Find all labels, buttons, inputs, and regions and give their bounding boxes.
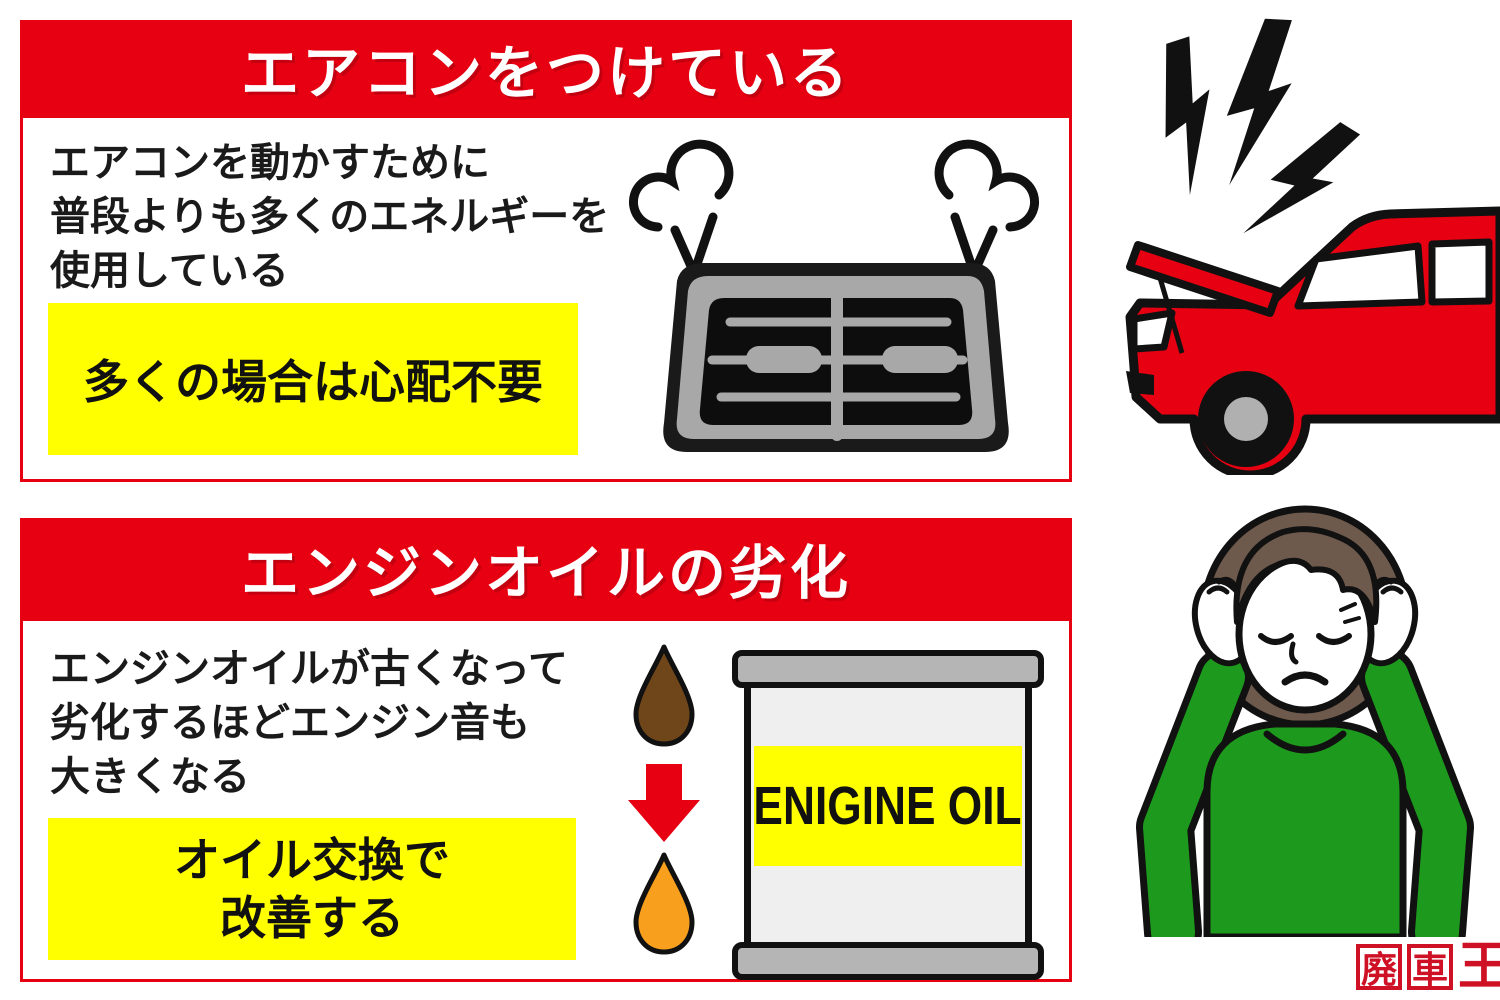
oil-description-line: エンジンオイルが古くなって	[50, 647, 568, 691]
aircon-description-line: エアコンを動かすために	[50, 141, 490, 185]
sweater-collar	[1263, 730, 1347, 754]
oil-conclusion-text-line: オイル交換で	[174, 834, 450, 886]
arrow-down-icon	[628, 764, 700, 842]
car-front-window	[1294, 242, 1426, 310]
air-vent-illustration	[628, 139, 1040, 452]
broken-car-illustration	[1125, 18, 1500, 475]
oil-description: エンジンオイルが古くなって 劣化するほどエンジン音も 大きくなる	[50, 642, 568, 804]
oil-can-label-band: ENIGINE OIL	[754, 746, 1022, 866]
car-rear-window	[1428, 238, 1493, 306]
oil-degradation-illustration	[628, 644, 700, 955]
steam-icon	[628, 139, 734, 286]
aircon-conclusion-text: 多くの場合は心配不要	[83, 356, 543, 408]
oil-conclusion-text-line: 改善する	[220, 892, 404, 944]
open-hood	[1126, 241, 1282, 317]
oil-can-bottom-cap	[732, 942, 1044, 980]
car-body	[1125, 206, 1500, 475]
aircon-panel-header: エアコンをつけている	[20, 20, 1072, 115]
oil-panel-header: エンジンオイルの劣化	[20, 518, 1072, 618]
steam-icon	[934, 139, 1040, 286]
logo-char: 王	[1458, 938, 1500, 996]
oil-can-illustration: ENIGINE OIL	[732, 650, 1044, 980]
new-oil-drop-icon	[633, 852, 695, 955]
oil-description-line: 劣化するほどエンジン音も	[50, 701, 530, 745]
car-wheel-hub	[1224, 397, 1268, 441]
worried-face-features	[1258, 602, 1361, 686]
oil-panel-title: エンジンオイルの劣化	[240, 541, 851, 606]
aircon-conclusion-highlight: 多くの場合は心配不要	[48, 303, 578, 455]
oil-conclusion-highlight: オイル交換で 改善する	[48, 818, 576, 960]
lightning-bolt-icon	[1243, 122, 1361, 234]
front-bumper	[1126, 371, 1154, 395]
vent-grille	[663, 263, 1009, 452]
oil-can-top-cap	[732, 650, 1044, 688]
headlight	[1130, 309, 1176, 353]
raised-arms	[1136, 648, 1474, 937]
oil-can-label: ENIGINE OIL	[753, 776, 1023, 836]
old-oil-drop-icon	[633, 644, 695, 747]
logo-char: 廃	[1356, 944, 1402, 990]
sweater-torso	[1203, 720, 1407, 937]
hair-front	[1233, 526, 1380, 625]
oil-description-line: 大きくなる	[50, 755, 250, 799]
logo-char: 車	[1407, 944, 1453, 990]
worried-person-illustration	[1136, 505, 1474, 937]
aircon-description-line: 普段よりも多くのエネルギーを	[50, 195, 610, 239]
aircon-panel-title: エアコンをつけている	[240, 40, 851, 106]
lightning-bolt-icon	[1226, 18, 1292, 186]
aircon-description-line: 使用している	[50, 249, 289, 293]
aircon-description: エアコンを動かすために 普段よりも多くのエネルギーを 使用している	[50, 136, 609, 298]
scrap-car-king-logo: 廃 車 王	[1356, 938, 1500, 996]
lightning-bolt-icon	[1165, 36, 1210, 196]
